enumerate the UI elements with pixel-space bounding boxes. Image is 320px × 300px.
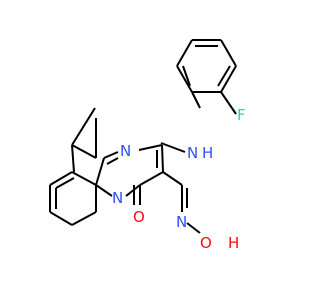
pyrimidinone-ring	[95, 144, 164, 197]
ring-n-bridge-label: N	[112, 189, 123, 207]
ring-n-top-label: N	[120, 142, 131, 160]
hydroxyl-o-label: O	[200, 234, 212, 252]
carbonyl-o-label: O	[133, 208, 145, 226]
amine-n-label: N	[187, 144, 198, 162]
carbonyl-group	[133, 185, 141, 205]
amine-linker	[160, 91, 201, 153]
oxime-n-label: N	[176, 213, 187, 231]
oxime-chain	[162, 171, 201, 234]
fluorine-label: F	[237, 106, 246, 124]
fluorophenyl-ring	[176, 39, 237, 115]
structure-diagram: F N H N N O N O H	[49, 39, 246, 252]
amine-h-label: H	[202, 144, 213, 162]
pyridine-ring	[49, 107, 97, 226]
hydroxyl-h-label: H	[228, 234, 239, 252]
